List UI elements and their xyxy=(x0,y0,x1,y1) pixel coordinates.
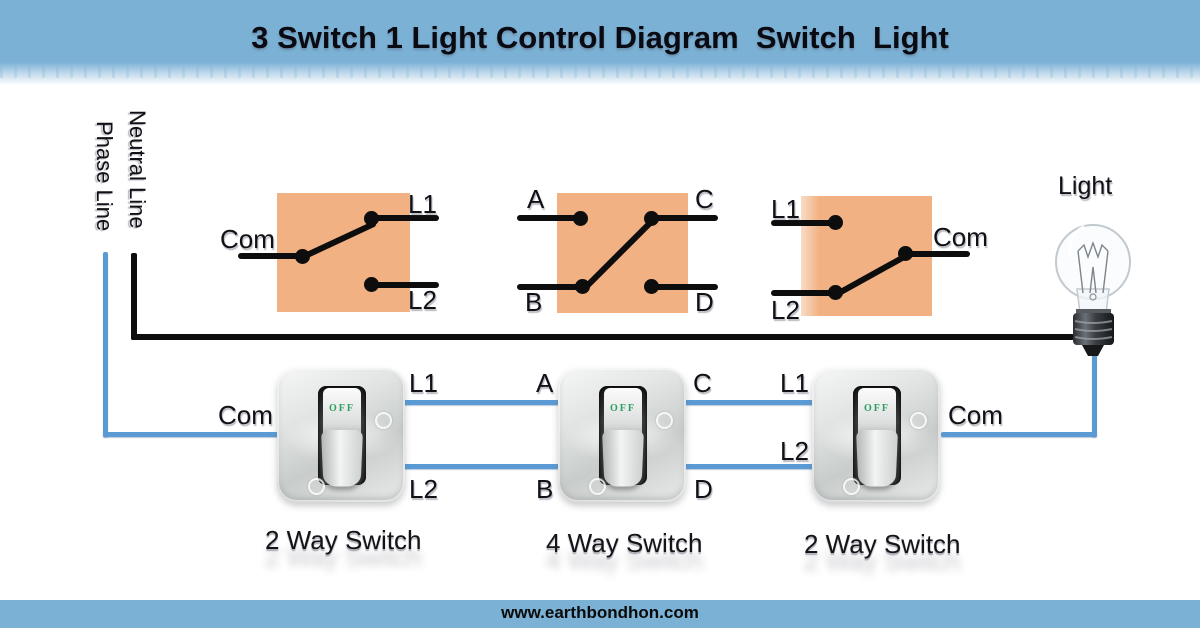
wire-label-com-right: Com xyxy=(948,400,1003,430)
page-title: 3 Switch 1 Light Control Diagram Switch … xyxy=(251,20,949,55)
wire-label-b: B xyxy=(536,474,554,504)
schematic3-l1-label: L1 xyxy=(771,194,800,224)
rocker-face: OFF xyxy=(604,388,642,435)
wire-d-switch2-switch3 xyxy=(684,464,814,469)
schematic1-com-label: Com xyxy=(220,224,275,254)
lead-d xyxy=(652,284,718,290)
schematic2-a-label: A xyxy=(527,184,545,214)
terminal-dot-l2-right xyxy=(828,285,843,300)
rocker-switch-3: OFF xyxy=(812,368,940,502)
wire-label-l2-left: L2 xyxy=(409,474,438,504)
schematic3-com-label: Com xyxy=(933,222,988,252)
schematic3-l2-label: L2 xyxy=(771,295,800,325)
terminal-dot-l1-left xyxy=(364,211,379,226)
lead-l2-left xyxy=(372,282,439,288)
wire-label-l2-right: L2 xyxy=(780,436,809,466)
wire-label-a: A xyxy=(536,368,554,398)
wire-label-l1-left: L1 xyxy=(409,368,438,398)
rocker-face: OFF xyxy=(858,388,896,435)
wire-phase-vertical xyxy=(103,252,108,437)
switch2-caption: 4 Way Switch xyxy=(546,528,703,558)
lead-com-left xyxy=(238,253,305,259)
screw-swirl-icon xyxy=(656,412,673,429)
screw-swirl-icon xyxy=(308,478,325,495)
switch1-caption: 2 Way Switch xyxy=(265,525,422,555)
screw-swirl-icon xyxy=(843,478,860,495)
screw-swirl-icon xyxy=(910,412,927,429)
schematic2-c-label: C xyxy=(695,184,714,214)
header-dotted-edge xyxy=(0,66,1200,78)
screw-swirl-icon xyxy=(375,412,392,429)
schematic2-b-label: B xyxy=(525,287,543,317)
lead-a xyxy=(517,215,583,221)
lead-b xyxy=(517,284,586,290)
lead-l1-left xyxy=(372,215,439,221)
off-state-text: OFF xyxy=(610,403,636,414)
wire-label-c: C xyxy=(693,368,712,398)
schematic1-l1-label: L1 xyxy=(408,189,437,219)
schematic2-d-label: D xyxy=(695,287,714,317)
rocker-paddle xyxy=(856,430,898,487)
terminal-dot-d xyxy=(644,279,659,294)
light-label: Light xyxy=(1058,172,1113,200)
rocker-switch-2: OFF xyxy=(558,368,686,502)
lead-com-right xyxy=(904,251,970,257)
lead-c xyxy=(652,215,718,221)
website-url: www.earthbondhon.com xyxy=(501,603,699,622)
terminal-dot-l2-left xyxy=(364,277,379,292)
terminal-dot-l1-right xyxy=(828,215,843,230)
wire-lamp-drop xyxy=(1092,352,1097,437)
wire-neutral-vertical xyxy=(131,253,137,340)
footer-banner xyxy=(0,600,1200,628)
phase-line-label: Phase Line xyxy=(92,121,117,232)
terminal-dot-a xyxy=(573,211,588,226)
wire-label-com-left: Com xyxy=(218,400,273,430)
neutral-line-label: Neutral Line xyxy=(125,110,150,229)
header-banner xyxy=(0,0,1200,88)
terminal-dot-com-left xyxy=(295,249,310,264)
wire-neutral-horizontal xyxy=(131,334,1074,340)
off-state-text: OFF xyxy=(329,403,355,414)
off-state-text: OFF xyxy=(864,403,890,414)
wire-c-switch2-switch3 xyxy=(684,400,814,405)
switch3-caption: 2 Way Switch xyxy=(804,529,961,559)
schematic1-l2-label: L2 xyxy=(408,285,437,315)
wire-phase-to-switch1 xyxy=(103,432,279,437)
lead-l2-right xyxy=(771,290,839,296)
terminal-dot-com-right xyxy=(898,246,913,261)
screw-swirl-icon xyxy=(589,478,606,495)
wire-label-l1-right: L1 xyxy=(780,368,809,398)
rocker-face: OFF xyxy=(323,388,361,435)
wire-l1-switch1-switch2 xyxy=(401,400,560,405)
wire-l2-switch1-switch2 xyxy=(401,464,560,469)
terminal-dot-c xyxy=(644,211,659,226)
light-bulb-icon xyxy=(1055,224,1131,356)
lead-l1-right xyxy=(771,220,839,226)
rocker-switch-1: OFF xyxy=(277,368,405,502)
rocker-paddle xyxy=(321,430,363,487)
rocker-paddle xyxy=(602,430,644,487)
wire-switch3-com xyxy=(941,432,1097,437)
wire-label-d: D xyxy=(694,474,713,504)
terminal-dot-b xyxy=(575,279,590,294)
